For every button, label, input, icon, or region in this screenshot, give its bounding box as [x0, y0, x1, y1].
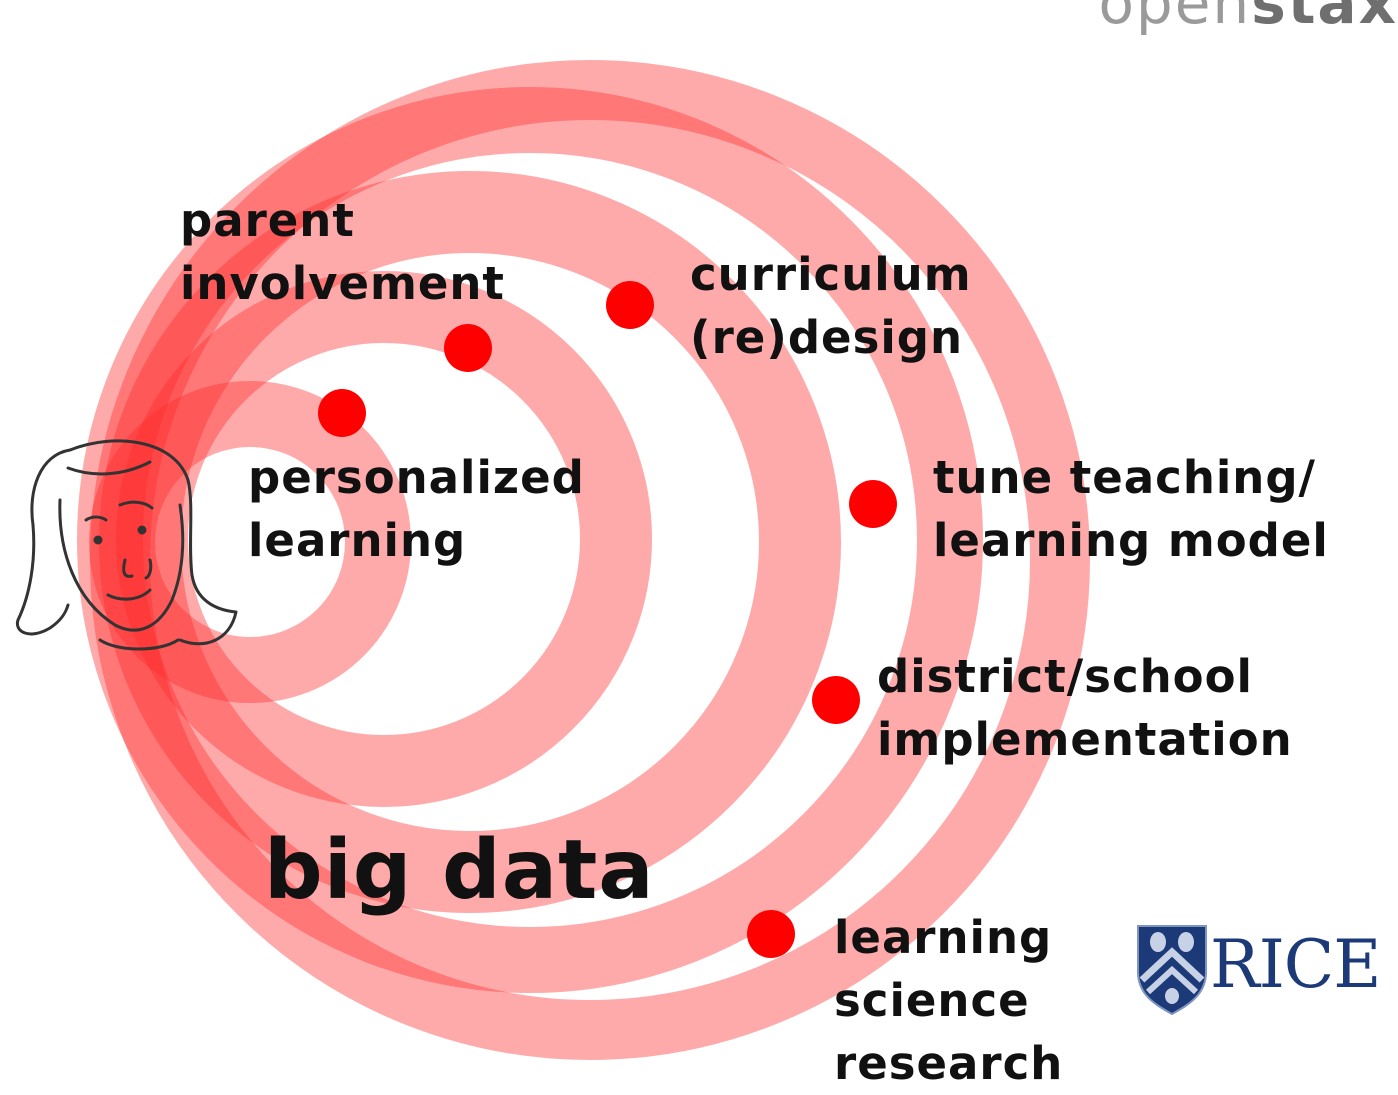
- dot-curriculum-redesign: [606, 281, 654, 329]
- label-district-school: district/school implementation: [877, 650, 1293, 766]
- ring-3: [99, 171, 841, 913]
- brand-part-open: open: [1098, 0, 1252, 37]
- label-tune-teaching: tune teaching/ learning model: [933, 451, 1329, 567]
- label-learning-science-research: learning science research: [834, 911, 1064, 1090]
- dot-learning-science: [747, 910, 795, 958]
- rice-logo-text: RICE: [1210, 926, 1381, 1003]
- ring-inner: [89, 381, 411, 703]
- student-face-icon: [15, 439, 238, 651]
- label-curriculum-redesign: curriculum (re)design: [690, 248, 972, 364]
- rice-owl-shield-icon: [1137, 925, 1207, 1016]
- dot-personalized-learning: [318, 389, 366, 437]
- dot-parent-involvement: [444, 324, 492, 372]
- dot-tune-teaching: [849, 480, 897, 528]
- dot-district-school: [812, 676, 860, 724]
- openstax-wordmark: openstax: [1098, 0, 1398, 32]
- ring-outer: [90, 60, 1090, 1060]
- label-big-data: big data: [264, 823, 655, 918]
- ring-2: [116, 271, 652, 807]
- brand-part-stax: stax: [1251, 0, 1398, 37]
- label-personalized-learning: personalized learning: [248, 451, 585, 567]
- ring-4: [77, 87, 983, 993]
- label-parent-involvement: parent involvement: [180, 194, 505, 310]
